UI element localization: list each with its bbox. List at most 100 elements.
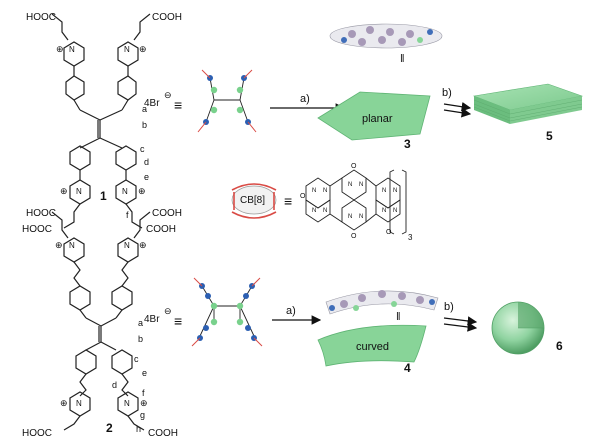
mol2-label-a: a: [138, 318, 143, 328]
row1-step-b: b): [442, 87, 472, 118]
cb8-equivalent: ≡: [284, 193, 292, 209]
molecule-2-structure: HOOC N ⊕ COOH N ⊕ N ⊕ HOOC N ⊕ COOH a b: [22, 208, 182, 439]
row1-negative: ⊖: [164, 90, 172, 100]
mol1-n-top-right: N: [124, 45, 130, 54]
cb8-atom-o-4: O: [386, 229, 392, 236]
row2-equivalent: ≡: [174, 313, 182, 329]
sphere-number: 6: [556, 339, 563, 353]
molecule-1-structure: HOOC N ⊕ COOH N ⊕ N ⊕ HOOC N ⊕: [22, 12, 182, 235]
curved-parallel: ‖: [396, 311, 401, 323]
row1-monomer-cartoon: [197, 69, 257, 133]
mol1-plus-top-left: ⊕: [56, 44, 64, 54]
mol2-plus-top-right: ⊕: [139, 240, 147, 250]
row2-step-a: a): [286, 305, 296, 317]
stack-number: 5: [546, 129, 553, 143]
cb8-atom-n-5: N: [348, 182, 352, 188]
mol1-cooh-top-right: COOH: [152, 12, 182, 23]
mol2-label-d: d: [112, 380, 117, 390]
row1-step-a: a): [300, 93, 310, 105]
mol2-label-c: c: [134, 354, 139, 364]
row2-negative: ⊖: [164, 306, 172, 316]
curved-label: curved: [356, 341, 389, 353]
mol1-label-e: e: [144, 172, 149, 182]
row1-counterion: 4Br: [144, 98, 160, 109]
planar-label: planar: [362, 113, 393, 125]
mol1-cooh-top-left: HOOC: [26, 12, 56, 23]
curved-number: 4: [404, 361, 411, 375]
mol2-label-g: g: [140, 410, 145, 420]
mol1-label-c: c: [140, 144, 145, 154]
mol2-label-e: e: [142, 368, 147, 378]
mol1-cooh-bottom-right: COOH: [146, 224, 176, 235]
curved-sheet-4: ‖ curved 4: [317, 290, 439, 375]
mol2-phenyl-top-left: [69, 285, 91, 311]
mol2-cooh-top-left: HOOC: [26, 208, 56, 219]
row2-monomer-symbol: 4Br ⊖ ≡ a): [144, 277, 322, 347]
planar-network-top: [329, 23, 443, 49]
mol2-label-h: h: [136, 424, 141, 434]
row2-step-b: b): [443, 301, 478, 332]
cb8-label: CB[8]: [240, 195, 265, 206]
mol2-number: 2: [106, 421, 113, 435]
cb8-atom-n-8: N: [359, 214, 363, 220]
cb8-subscript: 3: [408, 233, 413, 242]
planar-sheet-3: ‖ planar 3: [317, 23, 443, 151]
mol2-cooh-bottom-left: HOOC: [22, 428, 52, 439]
mol2-pyridinium-bottom-left: [69, 391, 91, 417]
mol1-number: 1: [100, 189, 107, 203]
mol1-phenyl-bottom-right: [115, 145, 137, 171]
stacked-block-5: 5: [472, 83, 584, 143]
mol1-pyridinium-top-right: [117, 41, 139, 67]
planar-number: 3: [404, 137, 411, 151]
cb8-row: CB[8] ≡ N N N N N N N N N N N N O O O: [231, 163, 413, 242]
mol1-phenyl-top-right: [117, 75, 137, 101]
mol1-ethylene: [79, 109, 123, 138]
cb8-atom-n-11: N: [382, 208, 386, 214]
cb8-atom-n-10: N: [393, 188, 397, 194]
mol2-phenyl-bottom-left: [75, 349, 97, 375]
planar-parallel: ‖: [400, 53, 405, 65]
row2-counterion: 4Br: [144, 314, 160, 325]
mol2-plus-top-left: ⊕: [55, 240, 63, 250]
mol1-plus-top-right: ⊕: [139, 44, 147, 54]
cb8-atom-n-9: N: [382, 188, 386, 194]
mol1-label-b: b: [142, 120, 147, 130]
row2-monomer-cartoon: [191, 277, 263, 347]
cb8-atom-n-6: N: [359, 182, 363, 188]
cb8-atom-n-4: N: [323, 208, 327, 214]
mol2-n-top-left: N: [69, 241, 75, 250]
cb8-atom-o-1: O: [300, 193, 306, 200]
row1-equivalent: ≡: [174, 97, 182, 113]
planar-sheet-shape: [317, 91, 431, 141]
mol2-phenyl-bottom-right: [111, 349, 133, 375]
mol2-ethylene: [85, 317, 117, 342]
mol1-phenyl-bottom-left: [69, 145, 91, 171]
mol1-cooh-bottom-left: HOOC: [22, 224, 52, 235]
mol2-cooh-top-right: COOH: [152, 208, 182, 219]
cb8-atom-n-3: N: [312, 208, 316, 214]
hollow-sphere-6: 6: [491, 301, 563, 355]
mol1-pyridinium-top-left: [63, 41, 85, 67]
mol2-pyridinium-bottom-right: [117, 391, 139, 417]
mol2-n-bottom-left: N: [76, 399, 82, 408]
cb8-barrel-icon: [231, 183, 277, 219]
cb8-atom-n-1: N: [312, 188, 316, 194]
mol1-n-bottom-right: N: [122, 187, 128, 196]
cb8-atom-o-3: O: [351, 233, 357, 240]
mol2-plus-bottom-right: ⊕: [140, 398, 148, 408]
cb8-atom-n-2: N: [323, 188, 327, 194]
mol1-label-a: a: [142, 104, 147, 114]
mol1-label-d: d: [144, 157, 149, 167]
mol1-label-f: f: [126, 210, 129, 220]
curved-network-top: [325, 290, 439, 315]
mol2-pyridinium-top-right: [117, 237, 139, 263]
mol2-n-top-right: N: [124, 241, 130, 250]
mol2-plus-bottom-left: ⊕: [60, 398, 68, 408]
cb8-atom-n-12: N: [393, 208, 397, 214]
row2-step-b-label: b): [444, 301, 454, 313]
mol2-label-f: f: [142, 388, 145, 398]
mol1-plus-bottom-left: ⊕: [60, 186, 68, 196]
mol2-phenyl-top-right: [111, 285, 133, 311]
mol1-n-top-left: N: [69, 45, 75, 54]
mol2-pyridinium-top-left: [63, 237, 85, 263]
